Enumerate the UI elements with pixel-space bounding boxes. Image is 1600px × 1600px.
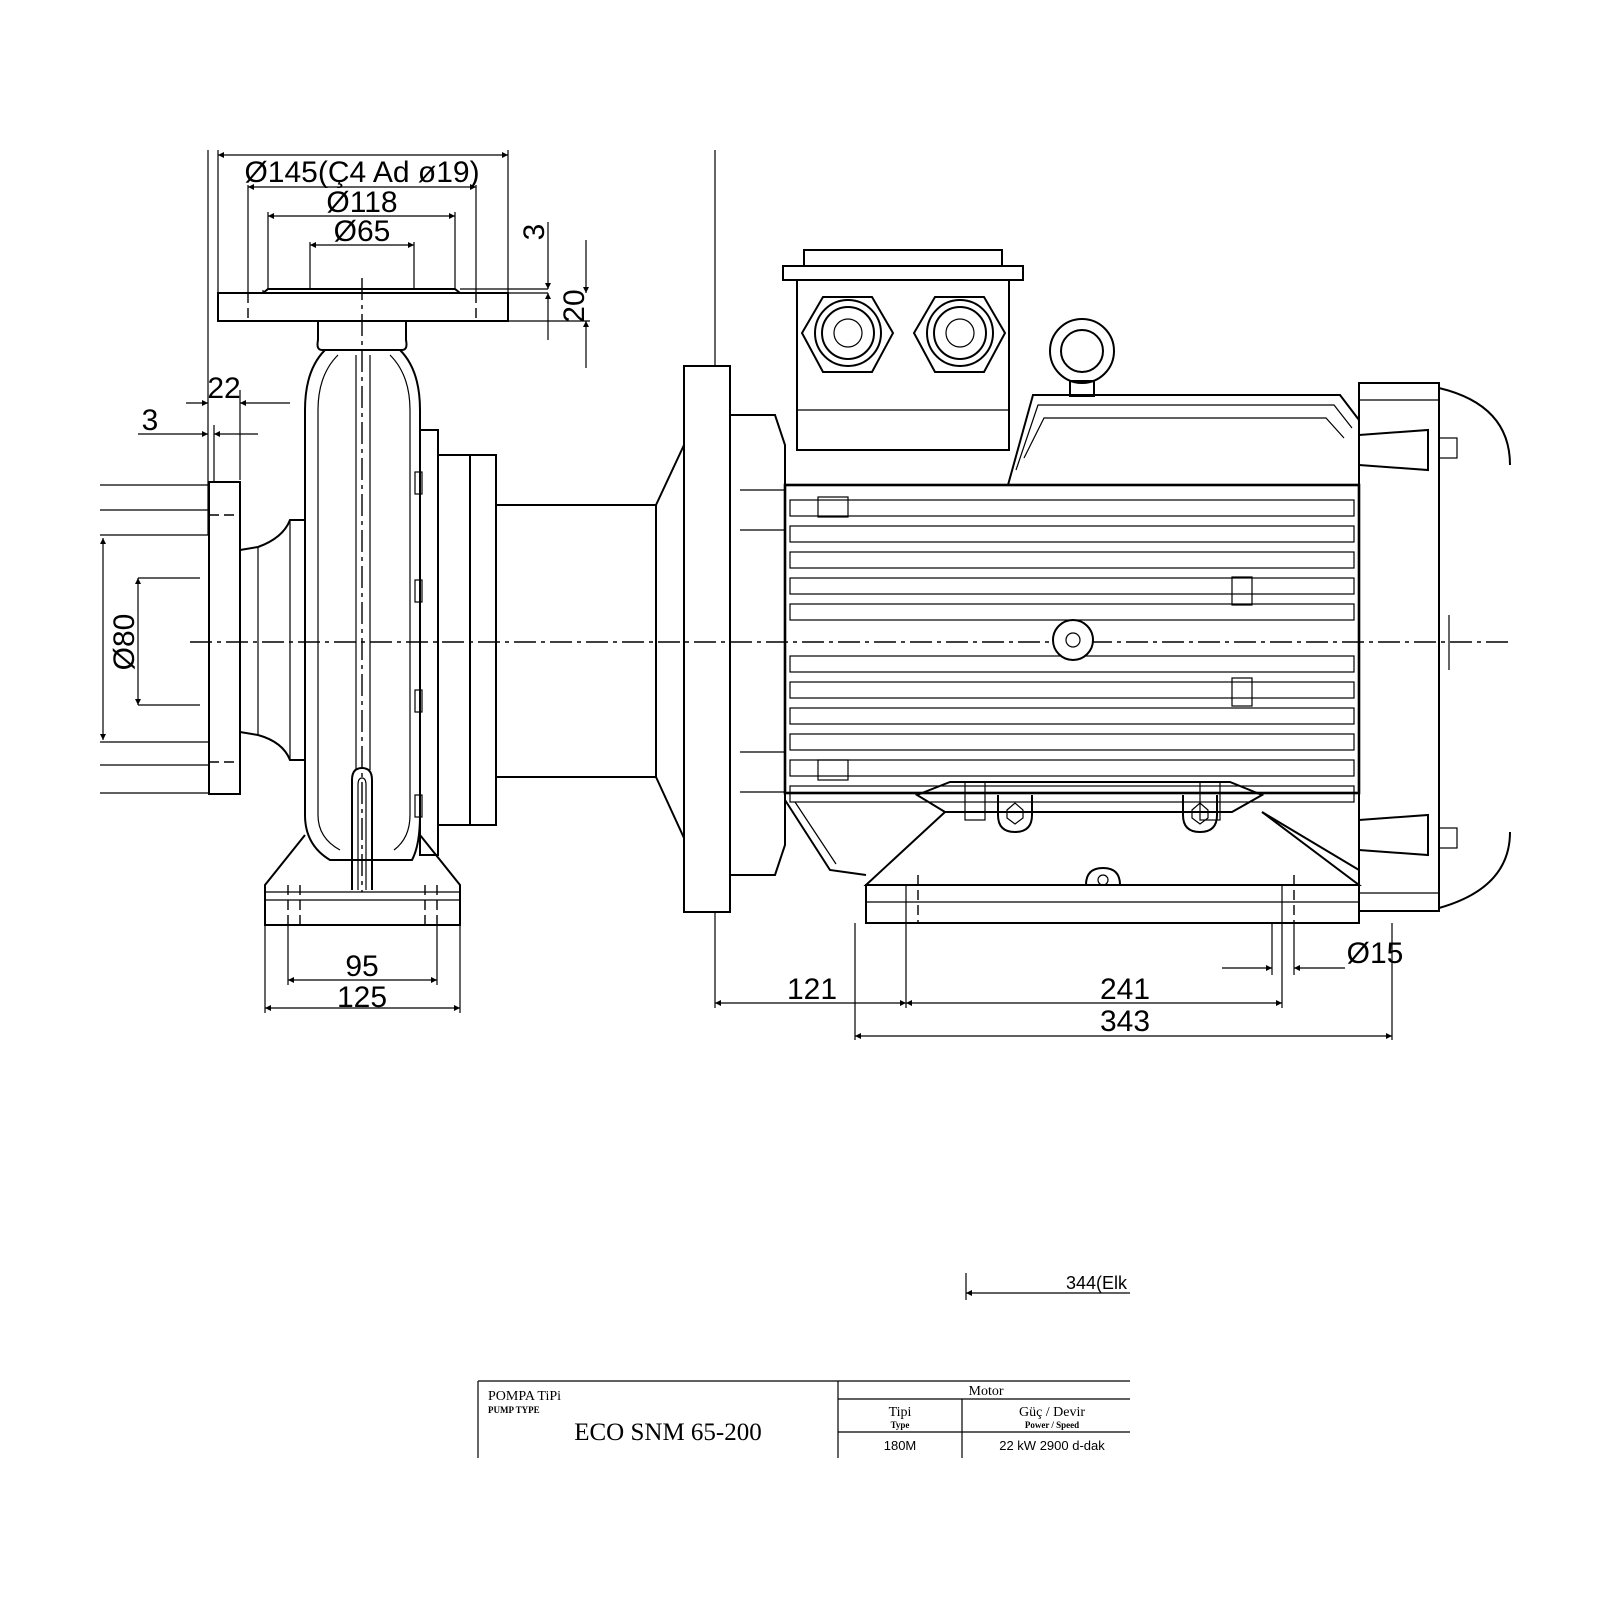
- dim-flange-step: 3: [518, 224, 551, 241]
- dim-flange-thickness: 20: [558, 289, 591, 322]
- dim-frame-offset: 121: [787, 973, 837, 1006]
- pump-model: ECO SNM 65-200: [574, 1419, 762, 1446]
- motor-type-label: Tipi: [889, 1405, 912, 1420]
- cooling-fin: [789, 733, 1355, 751]
- cooling-fin: [789, 759, 1355, 777]
- cooling-fin: [789, 551, 1355, 569]
- dim-foot-outer: 125: [337, 981, 387, 1014]
- motor-header: Motor: [969, 1384, 1004, 1399]
- dim-raised-face: Ø118: [326, 186, 397, 219]
- dim-overall-length: 344(Elk: [1066, 1273, 1128, 1293]
- dim-foot-hole-spacing: 241: [1100, 973, 1150, 1006]
- dim-base-length: 343: [1100, 1005, 1150, 1038]
- motor-power-value: 22 kW 2900 d-dak: [999, 1438, 1105, 1453]
- casing-foot: [264, 834, 461, 926]
- dim-suction-offset-a: 22: [207, 372, 240, 405]
- cooling-fin: [789, 785, 1355, 803]
- motor-power-label-en: Power / Speed: [1025, 1420, 1079, 1430]
- motor-type-label-en: Type: [891, 1420, 910, 1430]
- cable-gland-left: [800, 296, 895, 373]
- volute-casing: [304, 349, 421, 890]
- dimension-labels: Ø160 Ø145(Ç4 Ad ø19) Ø118 Ø65 3 20 22 3 …: [108, 118, 1600, 1305]
- dim-bore: Ø65: [334, 215, 391, 248]
- center-lines: [190, 278, 1510, 892]
- pump-type-label-en: PUMP TYPE: [488, 1405, 540, 1415]
- motor-shoulder: [1007, 394, 1360, 486]
- cooling-fin: [789, 499, 1355, 517]
- terminal-box: [782, 249, 1024, 451]
- motor-body: [783, 483, 1361, 803]
- dim-foot-hole: Ø15: [1347, 937, 1404, 970]
- lifting-eye-bolt: [1049, 318, 1115, 397]
- discharge-flange: [217, 288, 590, 351]
- motor-flange: [683, 365, 786, 913]
- cable-gland-right: [912, 296, 1007, 373]
- cooling-fin: [789, 525, 1355, 543]
- cooling-fin: [789, 577, 1355, 595]
- dim-suction-offset-b: 3: [142, 404, 159, 437]
- motor-base: [784, 781, 1362, 924]
- fan-cover: [1358, 382, 1511, 912]
- cooling-fin: [789, 603, 1355, 621]
- pump-type-label: POMPA TiPi: [488, 1389, 561, 1404]
- dimension-lines: [100, 150, 1393, 1300]
- suction-flange: [100, 481, 305, 795]
- cooling-fin: [789, 681, 1355, 699]
- dim-foot-inner: 95: [345, 950, 378, 983]
- title-block: POMPA TiPi PUMP TYPE ECO SNM 65-200 Moto…: [477, 1370, 1600, 1470]
- dim-bolt-circle: Ø145(Ç4 Ad ø19): [244, 156, 479, 189]
- motor-power-label: Güç / Devir: [1019, 1405, 1085, 1420]
- motor-type-value: 180M: [884, 1438, 917, 1453]
- cooling-fin: [789, 707, 1355, 725]
- dim-suction-bore: Ø80: [108, 614, 141, 671]
